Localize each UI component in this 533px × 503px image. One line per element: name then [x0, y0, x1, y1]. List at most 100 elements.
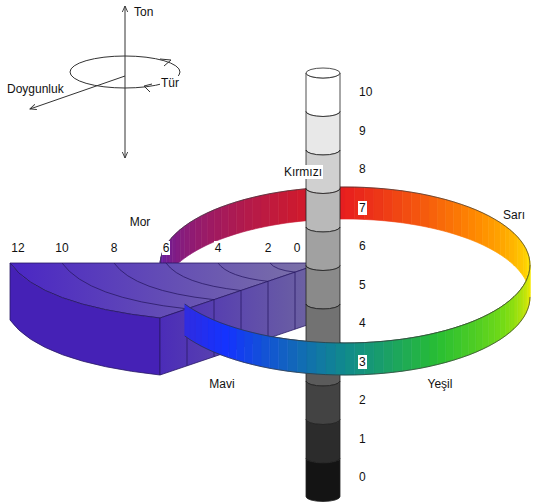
ring-facet	[288, 339, 297, 372]
ring-facet	[214, 207, 221, 242]
ring-facet	[505, 226, 510, 262]
ring-facet	[411, 336, 420, 370]
ring-facet	[244, 197, 252, 231]
value-number: 8	[358, 162, 367, 176]
chroma-number: 8	[110, 241, 119, 255]
ring-facet	[190, 219, 195, 254]
ring-facet	[429, 196, 438, 230]
ring-facet	[326, 343, 336, 375]
ring-facet	[279, 191, 288, 224]
ring-facet	[402, 338, 411, 371]
ring-facet	[279, 338, 288, 371]
ring-facet	[316, 342, 326, 375]
ring-facet	[495, 307, 500, 342]
axis-label: Tür	[160, 76, 180, 90]
ring-facet	[510, 297, 514, 333]
ring-facet	[518, 289, 521, 325]
ring-facet	[288, 190, 297, 223]
value-step	[306, 73, 340, 117]
value-number: 6	[358, 239, 367, 253]
ring-facet	[185, 223, 190, 258]
ring-facet	[335, 343, 345, 375]
ring-facet	[383, 189, 392, 222]
ring-facet	[469, 320, 476, 355]
ring-facet	[244, 330, 252, 364]
ring-facet	[454, 202, 462, 236]
chroma-wedge	[10, 263, 322, 375]
ring-facet	[446, 328, 454, 362]
ring-facet	[190, 307, 195, 342]
hue-ring-front	[185, 265, 530, 375]
chroma-step	[114, 263, 214, 300]
chroma-step	[218, 263, 268, 281]
ring-facet	[383, 340, 392, 373]
ring-facet	[489, 216, 495, 251]
chroma-number: 6	[162, 241, 171, 255]
ring-facet	[476, 317, 483, 352]
ring-facet	[270, 192, 279, 226]
value-number: 3	[358, 355, 367, 369]
hue-arrowhead	[144, 84, 152, 92]
chroma-step	[62, 263, 187, 309]
value-step	[306, 227, 340, 271]
value-axis	[125, 6, 126, 158]
ring-facet	[253, 196, 262, 230]
ring-facet	[489, 311, 495, 346]
value-step	[306, 420, 340, 464]
ring-facet	[420, 194, 429, 228]
ring-facet	[482, 314, 488, 349]
ring-facet	[195, 216, 201, 251]
hue-label: Sarı	[502, 208, 526, 222]
value-number: 9	[358, 124, 367, 138]
ring-facet	[521, 285, 524, 321]
ring-facet	[446, 200, 454, 234]
ring-facet	[476, 210, 483, 245]
value-number: 4	[358, 316, 367, 330]
ring-facet	[374, 188, 384, 221]
ring-facet	[307, 341, 317, 374]
ring-facet	[229, 326, 237, 360]
ring-facet	[345, 187, 355, 219]
ring-facet	[524, 245, 526, 281]
ring-facet	[236, 328, 244, 362]
chroma-step	[268, 281, 269, 338]
value-number: 5	[358, 278, 367, 292]
column-top	[306, 68, 340, 78]
chroma-number: 10	[54, 241, 69, 255]
ring-facet	[402, 191, 411, 224]
ring-facet	[261, 194, 270, 228]
ring-outline	[185, 265, 530, 343]
value-step	[306, 266, 340, 310]
ring-facet	[201, 314, 207, 349]
chroma-step	[166, 263, 241, 291]
ring-facet	[270, 336, 279, 370]
ring-facet	[521, 241, 524, 277]
ring-facet	[214, 320, 221, 355]
value-number: 10	[358, 85, 373, 99]
value-step	[306, 458, 340, 502]
value-number: 2	[358, 393, 367, 407]
ring-facet	[461, 204, 468, 239]
ring-facet	[229, 202, 237, 236]
value-step	[306, 112, 340, 156]
ring-facet	[438, 330, 446, 364]
ring-facet	[253, 333, 262, 367]
ring-facet	[195, 311, 201, 346]
value-column	[306, 68, 340, 502]
value-number: 7	[358, 201, 367, 215]
chroma-step	[295, 272, 296, 329]
ring-facet	[345, 343, 355, 375]
ring-facet	[393, 190, 402, 223]
value-step	[306, 304, 340, 348]
value-number: 1	[358, 432, 367, 446]
axis-label: Ton	[133, 5, 154, 19]
ring-facet	[438, 197, 446, 231]
ring-facet	[297, 189, 306, 222]
hue-label: Mor	[129, 215, 152, 229]
value-step	[306, 189, 340, 233]
chroma-number: 4	[214, 241, 223, 255]
ring-facet	[180, 226, 185, 262]
ring-facet	[469, 207, 476, 242]
ring-facet	[261, 334, 270, 368]
ring-facet	[429, 333, 438, 367]
